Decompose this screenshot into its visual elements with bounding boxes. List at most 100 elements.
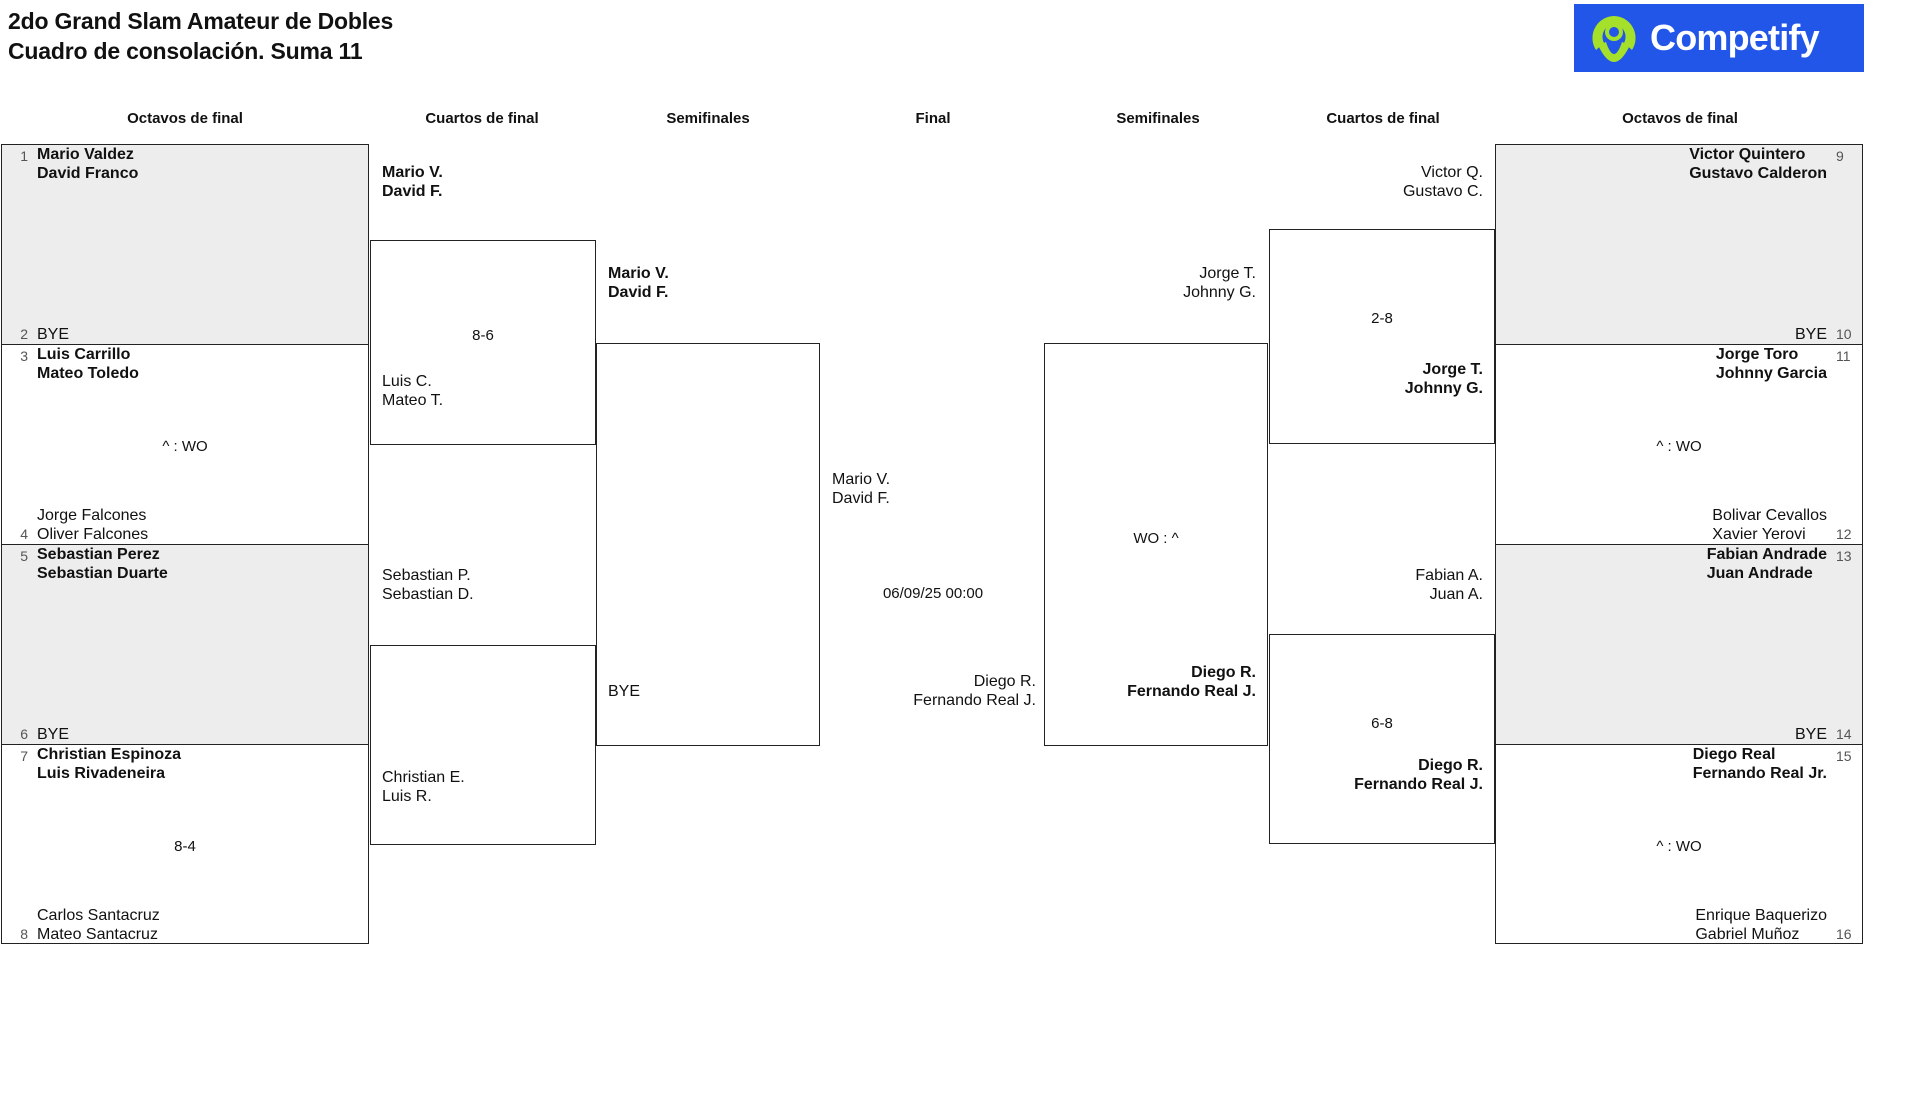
- player-slot[interactable]: 12 Bolivar Cevallos Xavier Yerovi: [1496, 445, 1862, 545]
- player-name-2: David F.: [608, 284, 669, 301]
- player-name-2: Fernando Real J.: [1354, 776, 1483, 793]
- left-cuartos-match-2[interactable]: [370, 645, 596, 845]
- final-top-player: Mario V. David F.: [832, 470, 890, 508]
- player-name-1: Mario Valdez: [37, 146, 134, 163]
- player-slot[interactable]: 4 Jorge Falcones Oliver Falcones: [2, 445, 368, 545]
- player-names: Victor Quintero Gustavo Calderon: [1689, 145, 1836, 183]
- player-name-1: Victor Q.: [1421, 164, 1483, 181]
- player-name-2: Johnny G.: [1404, 380, 1483, 397]
- player-name-1: Christian Espinoza: [37, 746, 182, 763]
- player-name-1: Christian E.: [382, 769, 465, 786]
- seed-number: 9: [1836, 148, 1844, 164]
- player-name-1: Diego R.: [1191, 664, 1256, 681]
- final-datetime: 06/09/25 00:00: [882, 585, 984, 602]
- player-name-1: BYE: [608, 683, 641, 700]
- player-slot[interactable]: 14 BYE: [1496, 645, 1862, 745]
- round-header-right-octavos: Octavos de final: [1622, 110, 1738, 127]
- player-slot[interactable]: 9 Victor Quintero Gustavo Calderon: [1496, 145, 1862, 245]
- player-names: Bolivar Cevallos Xavier Yerovi: [1712, 506, 1836, 545]
- match-slot-pair[interactable]: 9 Victor Quintero Gustavo Calderon 10 BY…: [1496, 145, 1862, 345]
- match-slot-pair[interactable]: 7 Christian Espinoza Luis Rivadeneira 8-…: [2, 745, 368, 945]
- match-score: 8-6: [472, 327, 494, 344]
- match-slot-pair[interactable]: 11 Jorge Toro Johnny Garcia ^ : WO 12 Bo…: [1496, 345, 1862, 545]
- player-names: Sebastian Perez Sebastian Duarte: [28, 545, 168, 583]
- player-slot[interactable]: 16 Enrique Baquerizo Gabriel Muñoz: [1496, 845, 1862, 945]
- player-slot[interactable]: 15 Diego Real Fernando Real Jr.: [1496, 745, 1862, 845]
- player-names: Jorge Toro Johnny Garcia: [1716, 345, 1836, 383]
- match-slot-pair[interactable]: 3 Luis Carrillo Mateo Toledo ^ : WO 4 Jo…: [2, 345, 368, 545]
- player-name-1: Diego R.: [1418, 757, 1483, 774]
- round-header-left-cuartos: Cuartos de final: [425, 110, 539, 127]
- player-slot[interactable]: 11 Jorge Toro Johnny Garcia: [1496, 345, 1862, 445]
- player-name-2: Juan A.: [1429, 586, 1483, 603]
- player-slot[interactable]: 6 BYE: [2, 645, 368, 745]
- player-slot[interactable]: 8 Carlos Santacruz Mateo Santacruz: [2, 845, 368, 945]
- player-names: Enrique Baquerizo Gabriel Muñoz: [1695, 906, 1836, 945]
- left-cuartos-match-1[interactable]: 8-6: [370, 240, 596, 445]
- player-slot[interactable]: 13 Fabian Andrade Juan Andrade: [1496, 545, 1862, 645]
- player-name-2: Mateo T.: [382, 392, 444, 409]
- player-name-2: Juan Andrade: [1706, 565, 1813, 582]
- player-slot[interactable]: 3 Luis Carrillo Mateo Toledo: [2, 345, 368, 445]
- seed-number: 16: [1836, 926, 1852, 942]
- match-slot-pair[interactable]: 15 Diego Real Fernando Real Jr. ^ : WO 1…: [1496, 745, 1862, 945]
- player-name-1: Fabian Andrade: [1706, 546, 1827, 563]
- player-name-1: Sebastian Perez: [37, 546, 160, 563]
- player-name-1: Carlos Santacruz: [37, 907, 160, 924]
- seed-number: 12: [1836, 526, 1852, 542]
- player-name-1: Bolivar Cevallos: [1712, 507, 1827, 524]
- seed-number: 15: [1836, 748, 1852, 764]
- match-slot-pair[interactable]: 13 Fabian Andrade Juan Andrade 14 BYE: [1496, 545, 1862, 745]
- seed-number: 4: [20, 526, 28, 542]
- left-octavos-column: 1 Mario Valdez David Franco 2 BYE 3 Luis…: [1, 144, 369, 944]
- player-name-2: Xavier Yerovi: [1712, 526, 1806, 543]
- right-semis-match[interactable]: WO : ^: [1044, 343, 1268, 746]
- player-names: BYE: [1795, 325, 1836, 345]
- player-name-1: BYE: [37, 726, 70, 743]
- round-header-right-cuartos: Cuartos de final: [1326, 110, 1440, 127]
- title-line-1: 2do Grand Slam Amateur de Dobles: [8, 8, 394, 34]
- right-cuartos-match-1[interactable]: 2-8: [1269, 229, 1495, 444]
- player-names: BYE: [1795, 725, 1836, 745]
- match-score: 8-4: [174, 838, 196, 855]
- right-semis-top-player: Jorge T. Johnny G.: [1183, 264, 1256, 302]
- player-name-1: Mario V.: [608, 265, 669, 282]
- left-cuartos-2-top-player: Sebastian P. Sebastian D.: [382, 566, 474, 604]
- match-slot-pair[interactable]: 5 Sebastian Perez Sebastian Duarte 6 BYE: [2, 545, 368, 745]
- player-name-1: Diego R.: [973, 673, 1036, 690]
- right-cuartos-match-2[interactable]: 6-8: [1269, 634, 1495, 844]
- player-name-2: Mateo Toledo: [37, 365, 139, 382]
- player-names: Carlos Santacruz Mateo Santacruz: [28, 906, 160, 945]
- player-name-2: Gustavo Calderon: [1689, 165, 1827, 182]
- player-name-1: Jorge Toro: [1715, 346, 1799, 363]
- match-score: 2-8: [1371, 310, 1393, 327]
- round-header-right-semis: Semifinales: [1116, 110, 1200, 127]
- player-names: Mario Valdez David Franco: [28, 145, 138, 183]
- seed-number: 11: [1836, 348, 1851, 364]
- player-name-1: BYE: [1794, 726, 1827, 743]
- right-cuartos-2-top-player: Fabian A. Juan A.: [1415, 566, 1483, 604]
- seed-number: 3: [20, 348, 28, 364]
- player-slot[interactable]: 7 Christian Espinoza Luis Rivadeneira: [2, 745, 368, 845]
- competify-person-icon: [1588, 12, 1640, 64]
- player-slot[interactable]: 5 Sebastian Perez Sebastian Duarte: [2, 545, 368, 645]
- player-names: BYE: [28, 325, 69, 345]
- player-slot[interactable]: 1 Mario Valdez David Franco: [2, 145, 368, 245]
- right-cuartos-1-bottom-player: Jorge T. Johnny G.: [1405, 360, 1483, 398]
- player-name-2: Mateo Santacruz: [37, 926, 158, 943]
- player-names: Diego Real Fernando Real Jr.: [1693, 745, 1836, 783]
- player-name-1: BYE: [37, 326, 70, 343]
- match-slot-pair[interactable]: 1 Mario Valdez David Franco 2 BYE: [2, 145, 368, 345]
- player-slot[interactable]: 2 BYE: [2, 245, 368, 345]
- left-semis-match[interactable]: [596, 343, 820, 746]
- player-slot[interactable]: 10 BYE: [1496, 245, 1862, 345]
- player-name-1: Luis Carrillo: [37, 346, 131, 363]
- right-semis-bottom-player: Diego R. Fernando Real J.: [1127, 663, 1256, 701]
- player-names: BYE: [28, 725, 69, 745]
- player-name-2: Johnny Garcia: [1715, 365, 1827, 382]
- left-cuartos-1-top-player: Mario V. David F.: [382, 163, 443, 201]
- player-name-2: Fernando Real J.: [913, 692, 1036, 709]
- player-names: Fabian Andrade Juan Andrade: [1707, 545, 1836, 583]
- match-score: ^ : WO: [162, 438, 208, 455]
- player-name-2: Fernando Real J.: [1127, 683, 1256, 700]
